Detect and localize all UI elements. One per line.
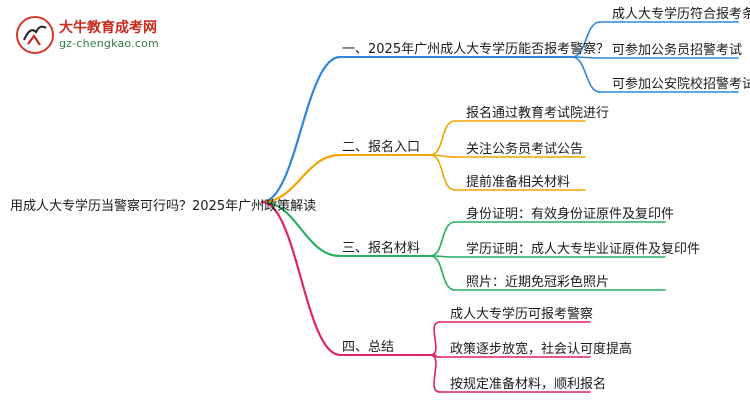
root-topic: 用成人大专学历当警察可行吗？2025年广州政策解读 [10,199,317,214]
branch-label-4: 四、总结 [342,340,395,355]
site-logo[interactable]: 大牛教育成考网 gz-chengkao.com [16,16,176,56]
leaf-connector-4-3 [429,354,441,393]
logo-emblem-icon [16,16,54,54]
leaf-connector-2-3 [429,154,456,191]
leaf-label-1-3: 可参加公安院校招警考试 [612,77,750,92]
branch-connector-1 [260,55,342,204]
leaf-label-1-1: 成人大专学历符合报考条件 [612,7,750,22]
leaf-label-4-2: 政策逐步放宽，社会认可度提高 [450,342,633,357]
logo-site-name: 大牛教育成考网 [59,20,157,36]
leaf-label-3-2: 学历证明：成人大专毕业证原件及复印件 [466,242,701,257]
leaf-label-3-3: 照片：近期免冠彩色照片 [466,275,610,290]
leaf-connector-3-3 [429,255,456,291]
leaf-label-2-1: 报名通过教育考试院进行 [466,106,610,121]
leaf-connector-1-3 [571,56,601,93]
leaf-label-4-3: 按规定准备材料，顺利报名 [450,377,607,392]
leaf-connector-4-1 [429,321,441,356]
leaf-connector-2-1 [429,120,456,156]
leaf-label-2-3: 提前准备相关材料 [466,175,571,190]
branch-connector-4 [260,200,342,357]
branch-label-2: 二、报名入口 [342,140,421,155]
leaf-label-1-2: 可参加公务员招警考试 [612,43,743,58]
leaf-connector-3-1 [429,221,456,257]
leaf-connector-1-1 [571,21,601,58]
branch-connector-2 [260,153,342,204]
leaf-label-2-2: 关注公务员考试公告 [466,142,584,157]
logo-site-url: gz-chengkao.com [59,37,159,50]
leaf-label-3-1: 身份证明：有效身份证原件及复印件 [466,207,675,222]
branch-label-3: 三、报名材料 [342,241,421,256]
leaf-label-4-1: 成人大专学历可报考警察 [450,307,594,322]
branch-connector-3 [260,200,342,258]
branch-label-1: 一、2025年广州成人大专学历能否报考警察？ [342,42,610,57]
